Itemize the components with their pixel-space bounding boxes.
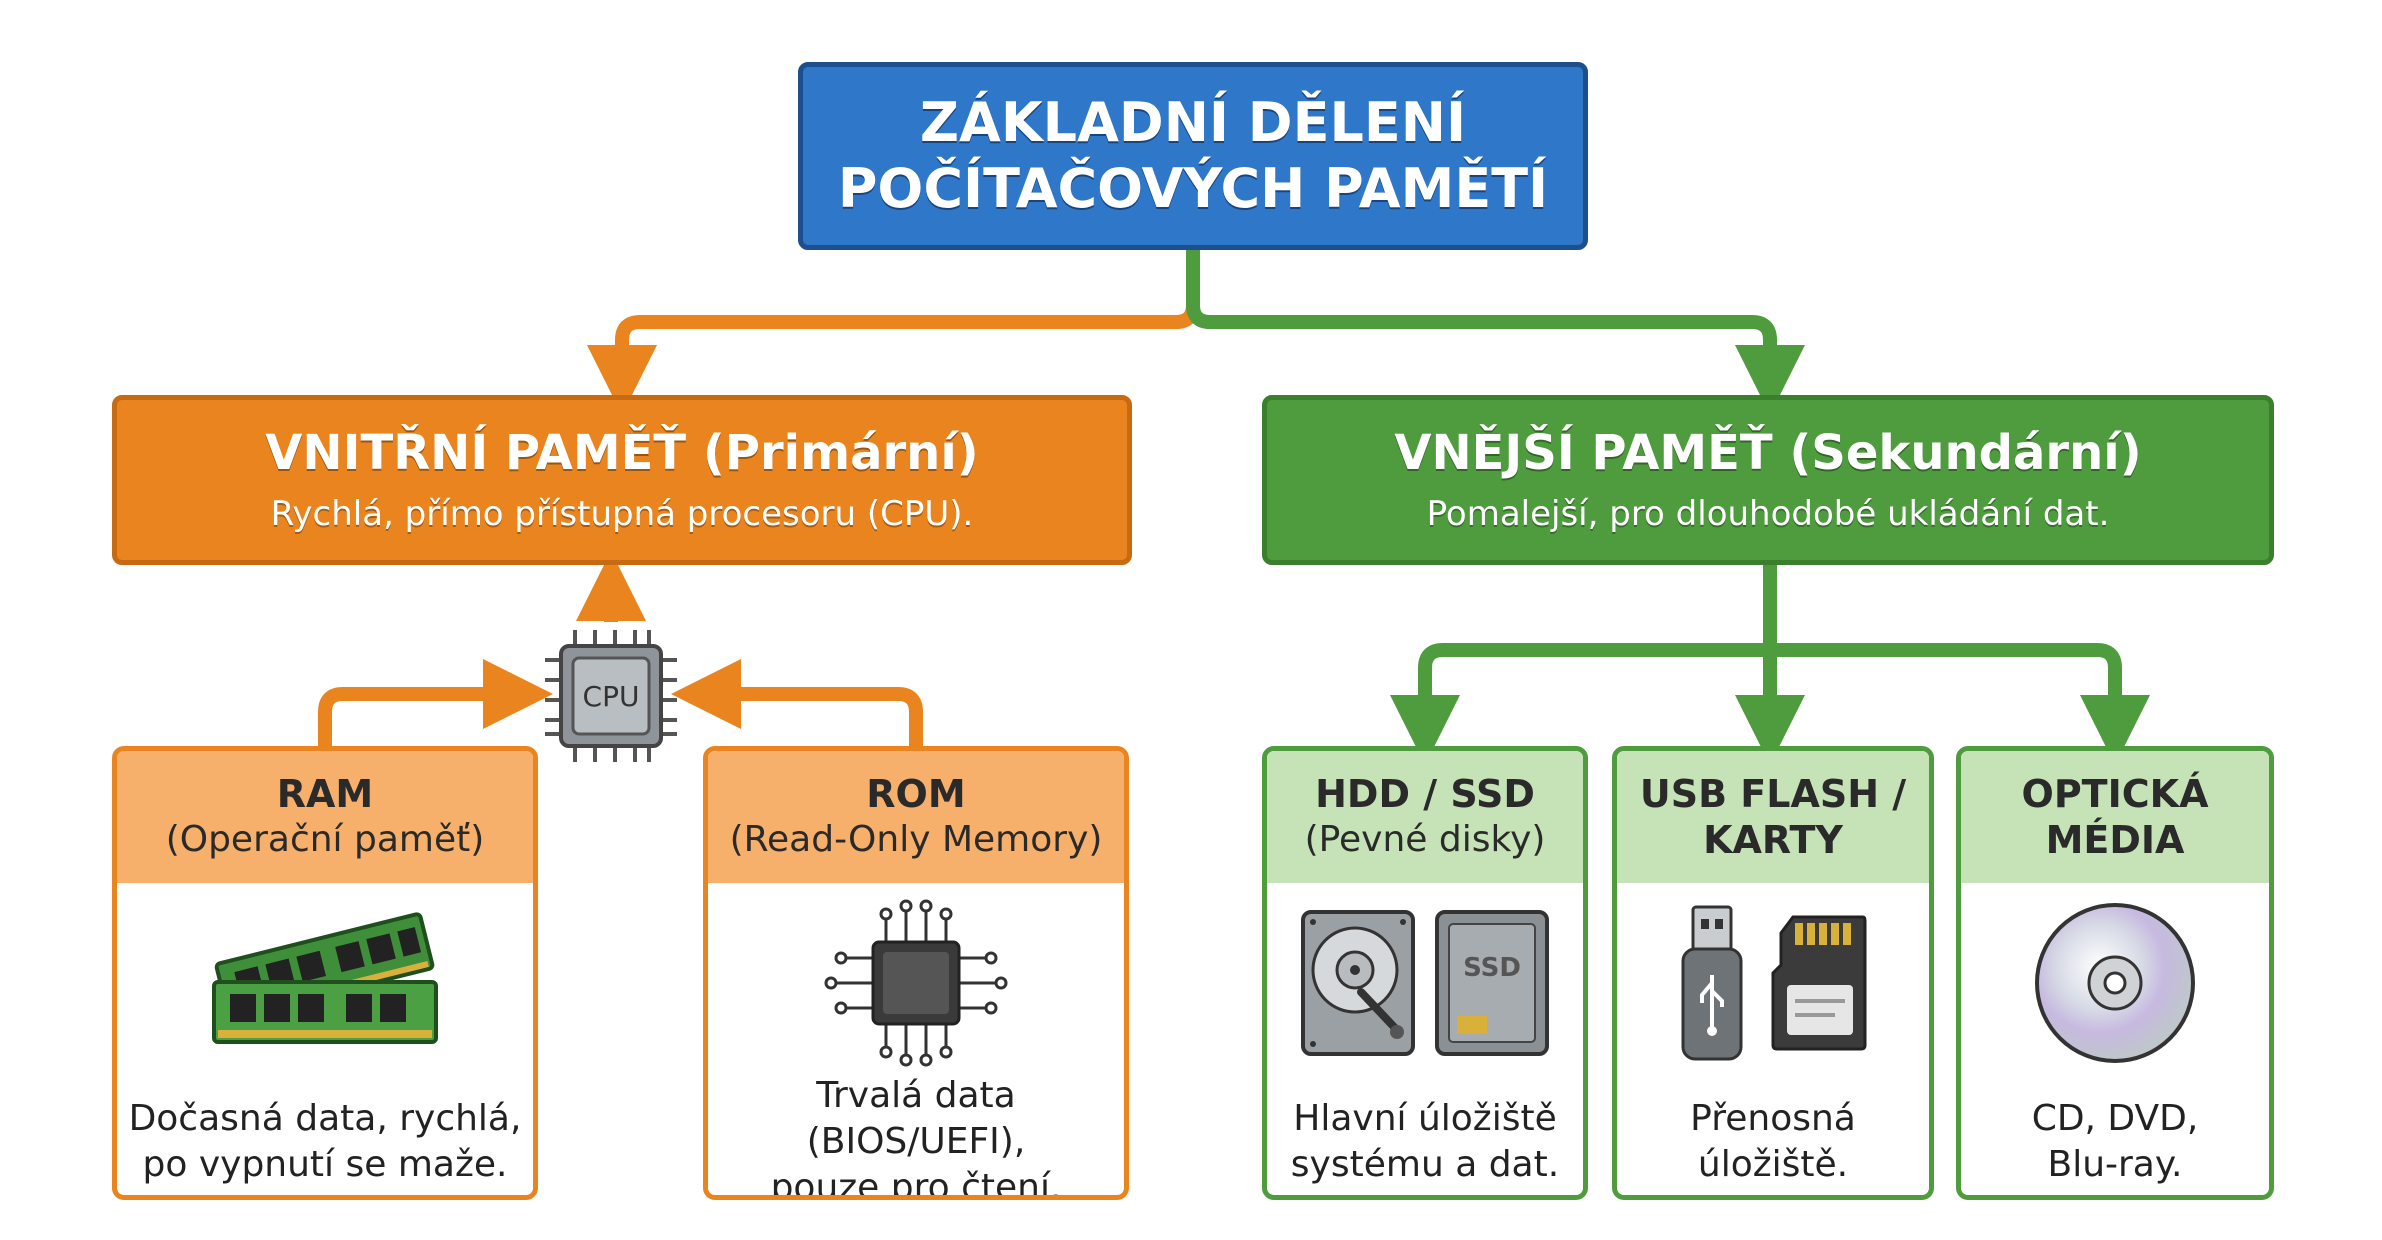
- hdd-icon: [1301, 910, 1415, 1056]
- cpu-label: CPU: [583, 680, 640, 713]
- hdd-desc-line-2: systému a dat.: [1290, 1144, 1560, 1185]
- hdd-card-header: HDD / SSD (Pevné disky): [1267, 751, 1583, 883]
- ram-card-header: RAM (Operační paměť): [117, 751, 533, 883]
- external-memory-box: VNĚJŠÍ PAMĚŤ (Sekundární) Pomalejší, pro…: [1262, 395, 2274, 565]
- rom-chip-icon: [824, 899, 1008, 1067]
- rom-title: ROM: [866, 772, 966, 816]
- connector-rom-cpu: [671, 659, 923, 746]
- usb-title-line-1: USB FLASH /: [1639, 772, 1907, 816]
- diagram-title: ZÁKLADNÍ DĚLENÍ POČÍTAČOVÝCH PAMĚTÍ: [798, 62, 1588, 250]
- title-line-2: POČÍTAČOVÝCH PAMĚTÍ: [837, 157, 1549, 220]
- rom-desc-line-1: Trvalá data (BIOS/UEFI),: [806, 1075, 1026, 1162]
- usb-flash-icon: [1681, 905, 1743, 1061]
- external-subtitle: Pomalejší, pro dlouhodobé ukládání dat.: [1426, 494, 2110, 534]
- hdd-ssd-card: HDD / SSD (Pevné disky) SSD Hlavní úloži…: [1262, 746, 1588, 1200]
- ram-desc-line-1: Dočasná data, rychlá,: [128, 1098, 522, 1139]
- optical-card-header: OPTICKÁ MÉDIA: [1961, 751, 2269, 883]
- memory-card-icon: [1771, 915, 1867, 1051]
- rom-card-header: ROM (Read-Only Memory): [708, 751, 1124, 883]
- internal-memory-box: VNITŘNÍ PAMĚŤ (Primární) Rychlá, přímo p…: [112, 395, 1132, 565]
- optical-media-card: OPTICKÁ MÉDIA CD, DVD, Blu-ra: [1956, 746, 2274, 1200]
- ram-card: RAM (Operační paměť) Dočasná data, rychl…: [112, 746, 538, 1200]
- ssd-label: SSD: [1463, 953, 1521, 983]
- ram-module-icon: [212, 912, 438, 1044]
- connector-external-hdd: [1390, 643, 1770, 765]
- internal-subtitle: Rychlá, přímo přístupná procesoru (CPU).: [270, 494, 974, 534]
- connector-title-internal: [587, 250, 1200, 415]
- cpu-chip-icon: CPU: [545, 630, 677, 762]
- connector-ram-cpu: [318, 659, 553, 746]
- connector-external-optical: [1770, 643, 2150, 765]
- connector-title-external: [1186, 250, 1805, 415]
- rom-desc-line-2: pouze pro čtení.: [770, 1167, 1062, 1200]
- optical-title-line-2: MÉDIA: [2045, 818, 2185, 862]
- optical-title-line-1: OPTICKÁ: [2021, 772, 2209, 816]
- hdd-subtitle: (Pevné disky): [1304, 819, 1546, 860]
- optical-desc-line-1: CD, DVD,: [2031, 1098, 2199, 1139]
- rom-subtitle: (Read-Only Memory): [729, 819, 1103, 860]
- optical-disc-icon: [2035, 903, 2195, 1063]
- usb-title-line-2: KARTY: [1703, 818, 1843, 862]
- hdd-title: HDD / SSD: [1315, 772, 1535, 816]
- ram-subtitle: (Operační paměť): [165, 819, 485, 860]
- external-heading: VNĚJŠÍ PAMĚŤ (Sekundární): [1394, 425, 2142, 481]
- rom-card: ROM (Read-Only Memory): [703, 746, 1129, 1200]
- title-line-1: ZÁKLADNÍ DĚLENÍ: [919, 91, 1467, 154]
- ram-title: RAM: [276, 772, 374, 816]
- internal-heading: VNITŘNÍ PAMĚŤ (Primární): [265, 425, 979, 481]
- ssd-icon: SSD: [1435, 910, 1549, 1056]
- optical-desc-line-2: Blu-ray.: [2047, 1144, 2183, 1185]
- usb-card-header: USB FLASH / KARTY: [1617, 751, 1929, 883]
- hdd-desc-line-1: Hlavní úložiště: [1293, 1098, 1557, 1139]
- usb-desc-line-2: úložiště.: [1697, 1144, 1849, 1185]
- usb-flash-card: USB FLASH / KARTY Přenosná úložiště.: [1612, 746, 1934, 1200]
- ram-desc-line-2: po vypnutí se maže.: [142, 1144, 508, 1185]
- usb-desc-line-1: Přenosná: [1690, 1098, 1856, 1139]
